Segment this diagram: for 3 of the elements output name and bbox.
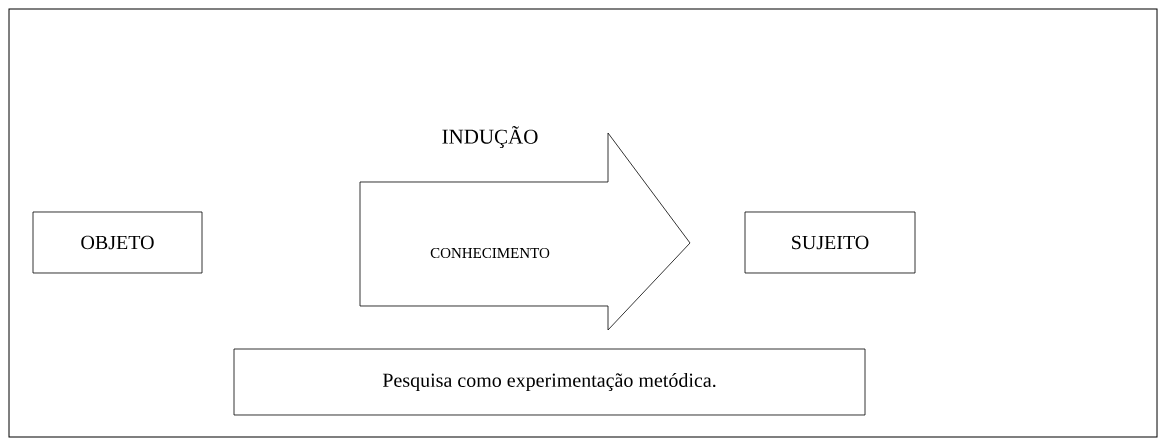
- text-box: OBJETO: [32, 211, 203, 274]
- text-box: Pesquisa como experimentação metódica.: [233, 348, 866, 416]
- text-box: SUJEITO: [744, 211, 916, 274]
